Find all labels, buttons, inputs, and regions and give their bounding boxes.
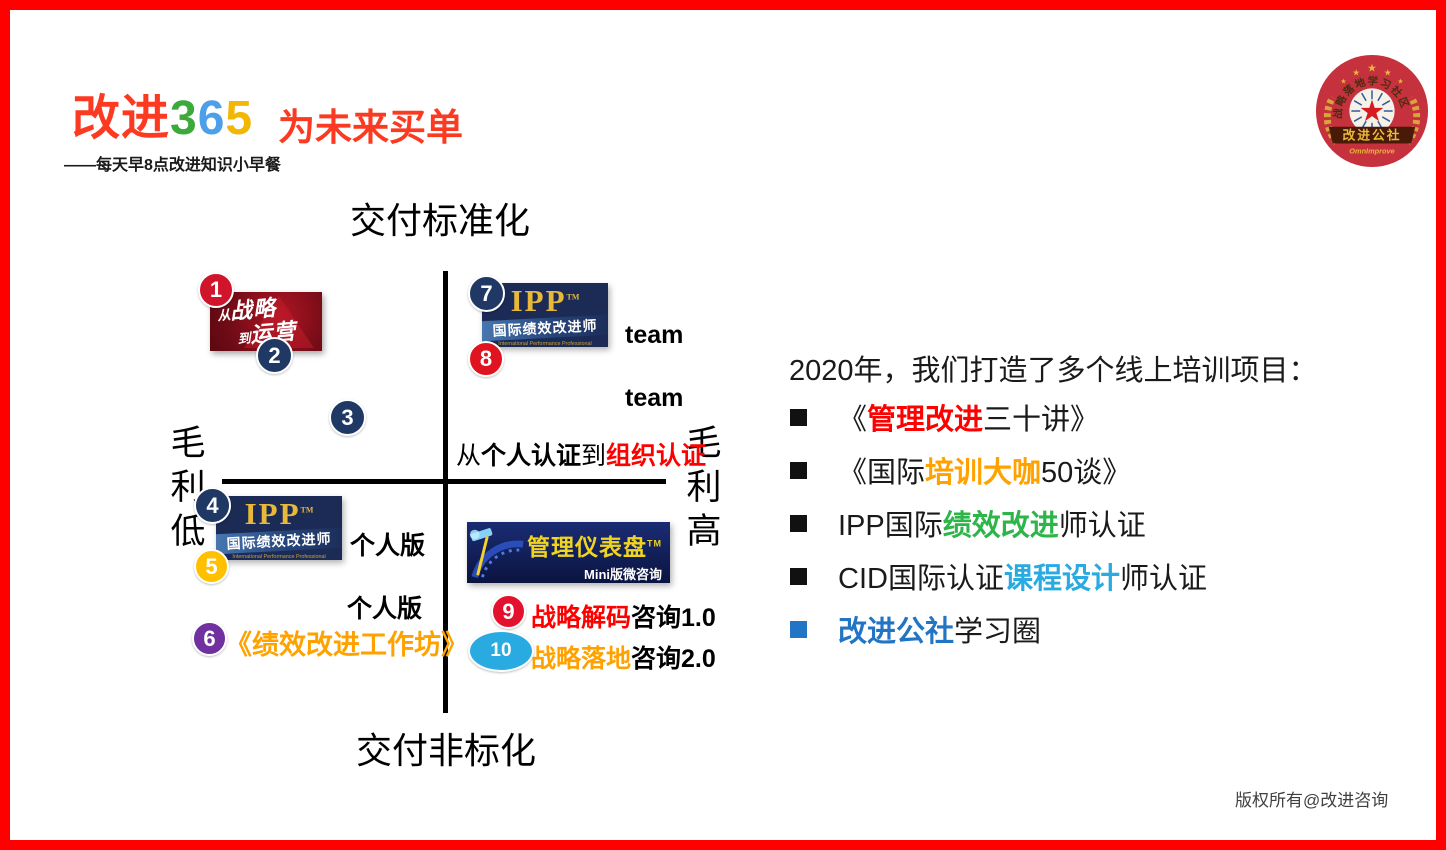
logo-digit-6: 6 (197, 92, 226, 145)
slide-subtitle: ——每天早8点改进知识小早餐 (64, 157, 281, 174)
tm-mark: TM (647, 538, 662, 549)
svg-text:★: ★ (1367, 63, 1377, 75)
bullet-item-2: 《国际培训大咖50谈》 (790, 449, 1131, 491)
laurel-left-icon (1323, 95, 1340, 145)
svg-text:★: ★ (1340, 78, 1346, 85)
bullet-square-icon (790, 620, 807, 638)
logo-gaijin365: 改进365 (72, 78, 253, 148)
number-badge-3: 3 (329, 399, 366, 436)
ipp-cert-logo-bottom: IPPTM 国际绩效改进师 International Performance … (216, 496, 342, 560)
gauge-icon (469, 528, 524, 579)
svg-text:★: ★ (1397, 78, 1403, 85)
bullet-square-icon (790, 461, 807, 479)
bullet-item-5: 改进公社学习圈 (790, 608, 1041, 650)
dashboard-title: 管理仪表盘TM (527, 534, 662, 560)
number-badge-6: 6 (192, 621, 227, 656)
number-badge-1: 1 (198, 272, 234, 308)
badge-subtext: OmnImprove (1349, 146, 1394, 155)
number-badge-4: 4 (194, 487, 231, 524)
number-badge-10: 10 (468, 630, 534, 672)
axis-label-right: 毛利高 (686, 424, 722, 551)
bullet-square-icon (790, 514, 807, 532)
number-badge-7: 7 (468, 275, 505, 312)
ipp-band-text: 国际绩效改进师 (482, 314, 608, 342)
team-label-2: team (625, 384, 684, 412)
logo-improve-text: 改进 (72, 92, 171, 145)
badge-banner-text: 改进公社 (1343, 128, 1402, 143)
tm-mark: TM (300, 505, 314, 515)
community-badge-logo: ★ ★ ★ ★ ★ 战略落地学习社区 ★ 改进公社 OmnImprove (1315, 54, 1429, 168)
cert-transition-note: 从个人认证到组织认证 (456, 442, 707, 470)
ipp-english-text: International Performance Professional (498, 341, 592, 347)
number-badge-8: 8 (468, 341, 504, 377)
ipp-english-text: International Performance Professional (232, 554, 326, 560)
badge-inner-circle (1349, 88, 1395, 134)
consulting-2-label: 战略落地咨询2.0 (531, 645, 716, 673)
slide-title: 为未来买单 (278, 107, 463, 148)
bullet-item-3: IPP国际绩效改进师认证 (790, 502, 1146, 544)
copyright-text: 版权所有@改进咨询 (1235, 791, 1389, 810)
team-label-1: team (625, 321, 684, 349)
personal-version-label-1: 个人版 (350, 532, 426, 560)
ipp-band-text: 国际绩效改进师 (216, 527, 342, 555)
axis-label-left: 毛利低 (170, 424, 206, 551)
number-badge-9: 9 (491, 594, 526, 629)
bullet-square-icon (790, 408, 807, 426)
bullet-item-4: CID国际认证课程设计师认证 (790, 555, 1207, 597)
horizontal-axis-line (222, 479, 666, 484)
vertical-axis-line (443, 271, 448, 713)
axis-label-bottom: 交付非标化 (356, 730, 537, 771)
consulting-1-label: 战略解码咨询1.0 (531, 604, 716, 632)
number-badge-5: 5 (194, 549, 229, 584)
workshop-label: 《绩效改进工作坊》 (225, 630, 468, 660)
personal-version-label-2: 个人版 (347, 595, 423, 623)
badge-ribbon (1328, 126, 1416, 144)
laurel-right-icon (1404, 95, 1421, 145)
svg-text:★: ★ (1352, 68, 1360, 78)
tm-mark: TM (566, 292, 580, 302)
bullet-item-1: 《管理改进三十讲》 (790, 396, 1099, 438)
logo-digit-3: 3 (170, 92, 198, 145)
number-badge-2: 2 (256, 337, 293, 374)
badge-stars-icon: ★ ★ ★ ★ ★ (1340, 63, 1403, 86)
dashboard-subtitle: Mini版微咨询 (584, 567, 662, 582)
logo-digit-5: 5 (225, 92, 254, 145)
badge-star-icon: ★ (1359, 95, 1385, 128)
management-dashboard-logo: 管理仪表盘TM Mini版微咨询 (467, 522, 670, 583)
panel-title: 2020年，我们打造了多个线上培训项目： (789, 355, 1318, 387)
svg-text:★: ★ (1384, 68, 1392, 78)
axis-label-top: 交付标准化 (350, 200, 531, 241)
bullet-square-icon (790, 567, 807, 585)
